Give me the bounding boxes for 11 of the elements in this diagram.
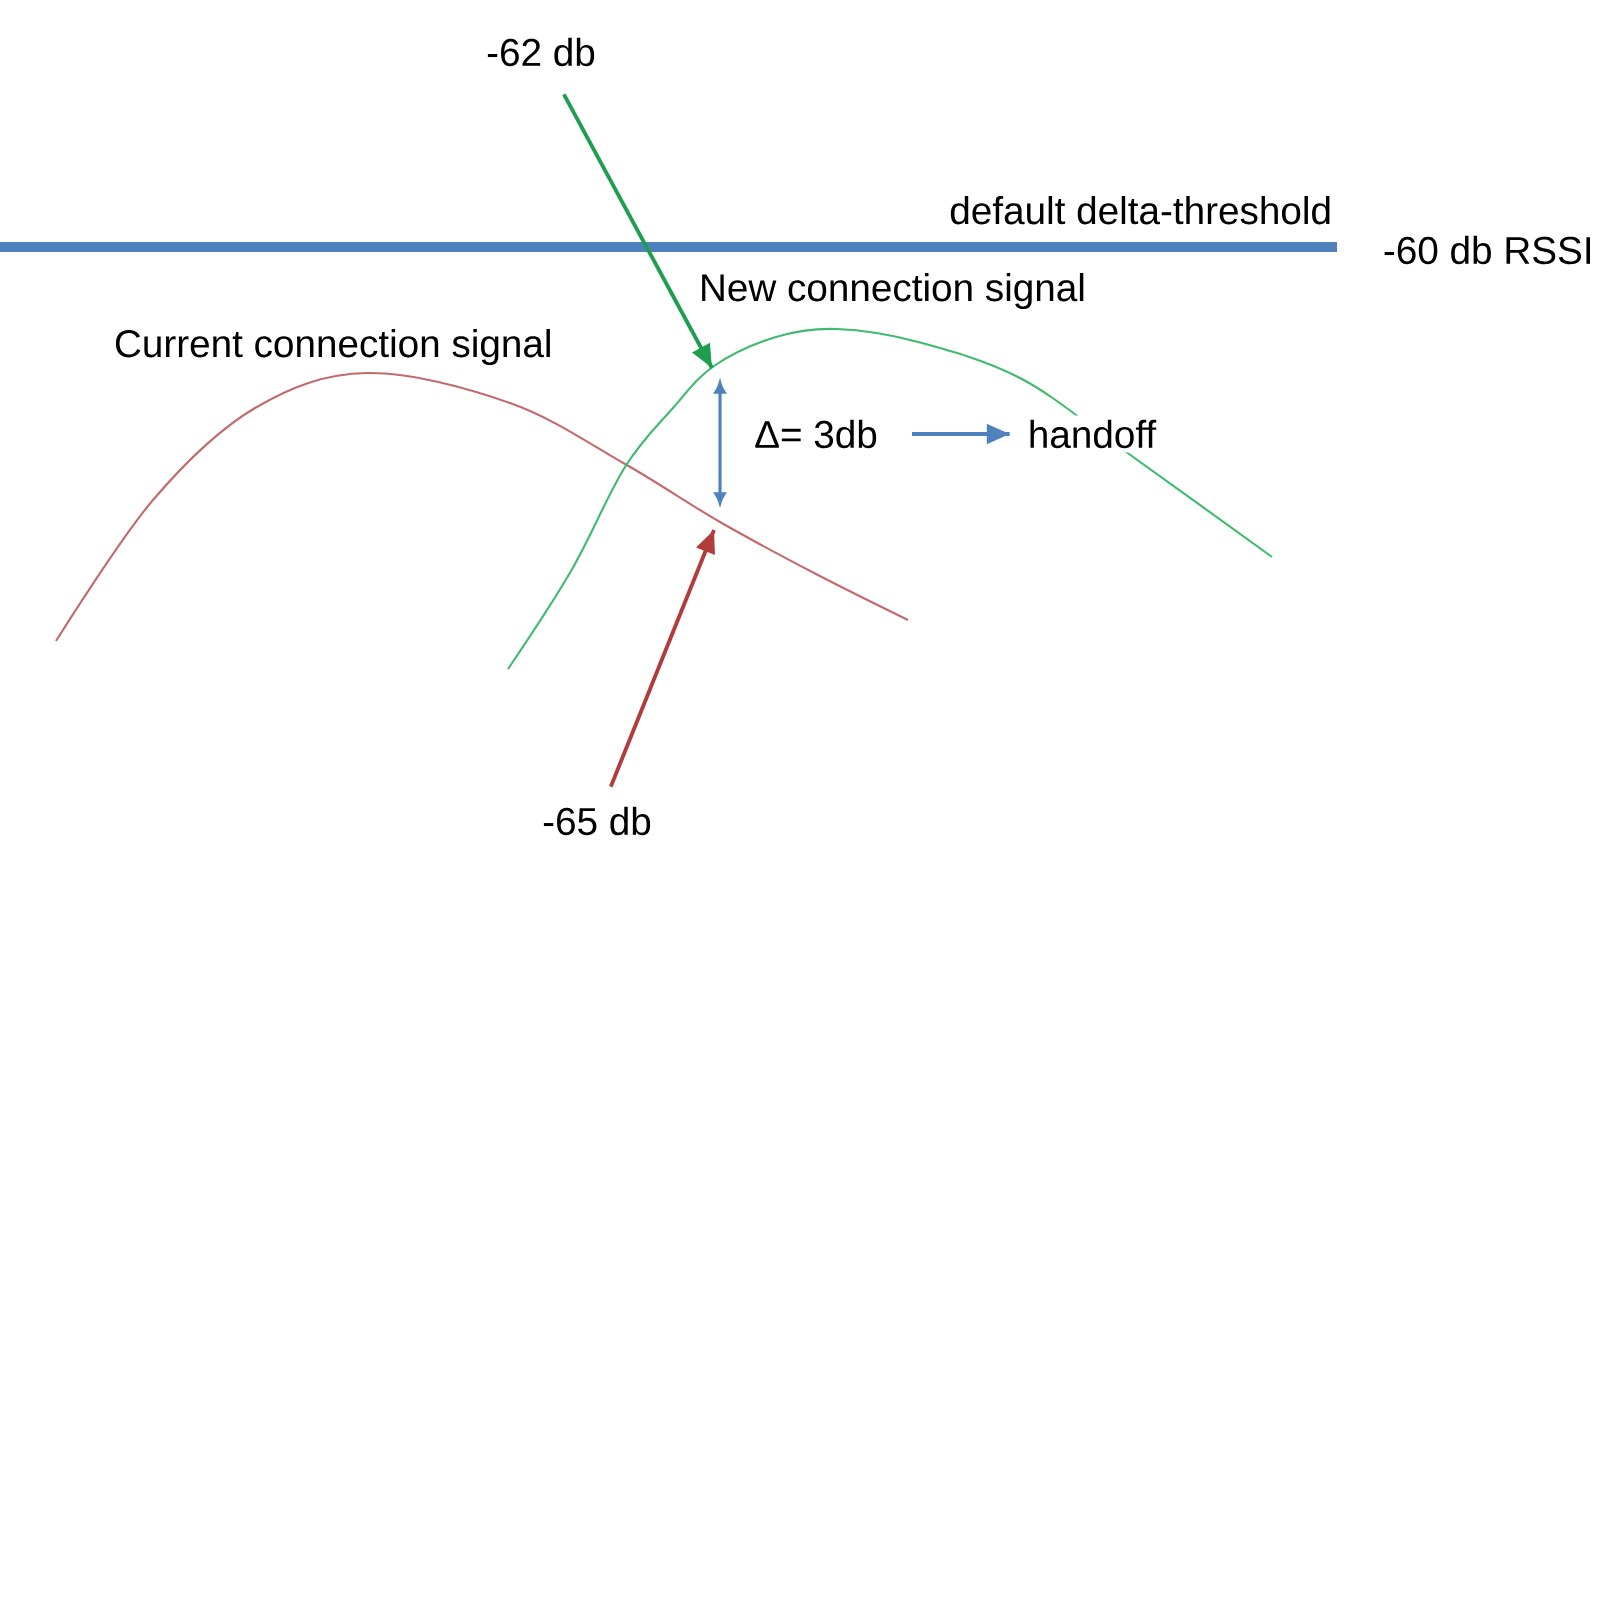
action-label: handoff [1023,415,1161,453]
value-label: -62 db [487,37,595,67]
curve-label: Current connection signal [115,329,550,365]
delta-label: Δ= 3db [755,419,877,449]
threshold-value-label: -60 db RSSI [1384,235,1591,265]
threshold-label: default delta-threshold [950,196,1330,225]
arrow [912,423,1010,445]
arrow [562,93,714,369]
curve-label: New connection signal [702,273,1084,309]
arrow [609,529,716,788]
value-label: -65 db [543,806,651,836]
